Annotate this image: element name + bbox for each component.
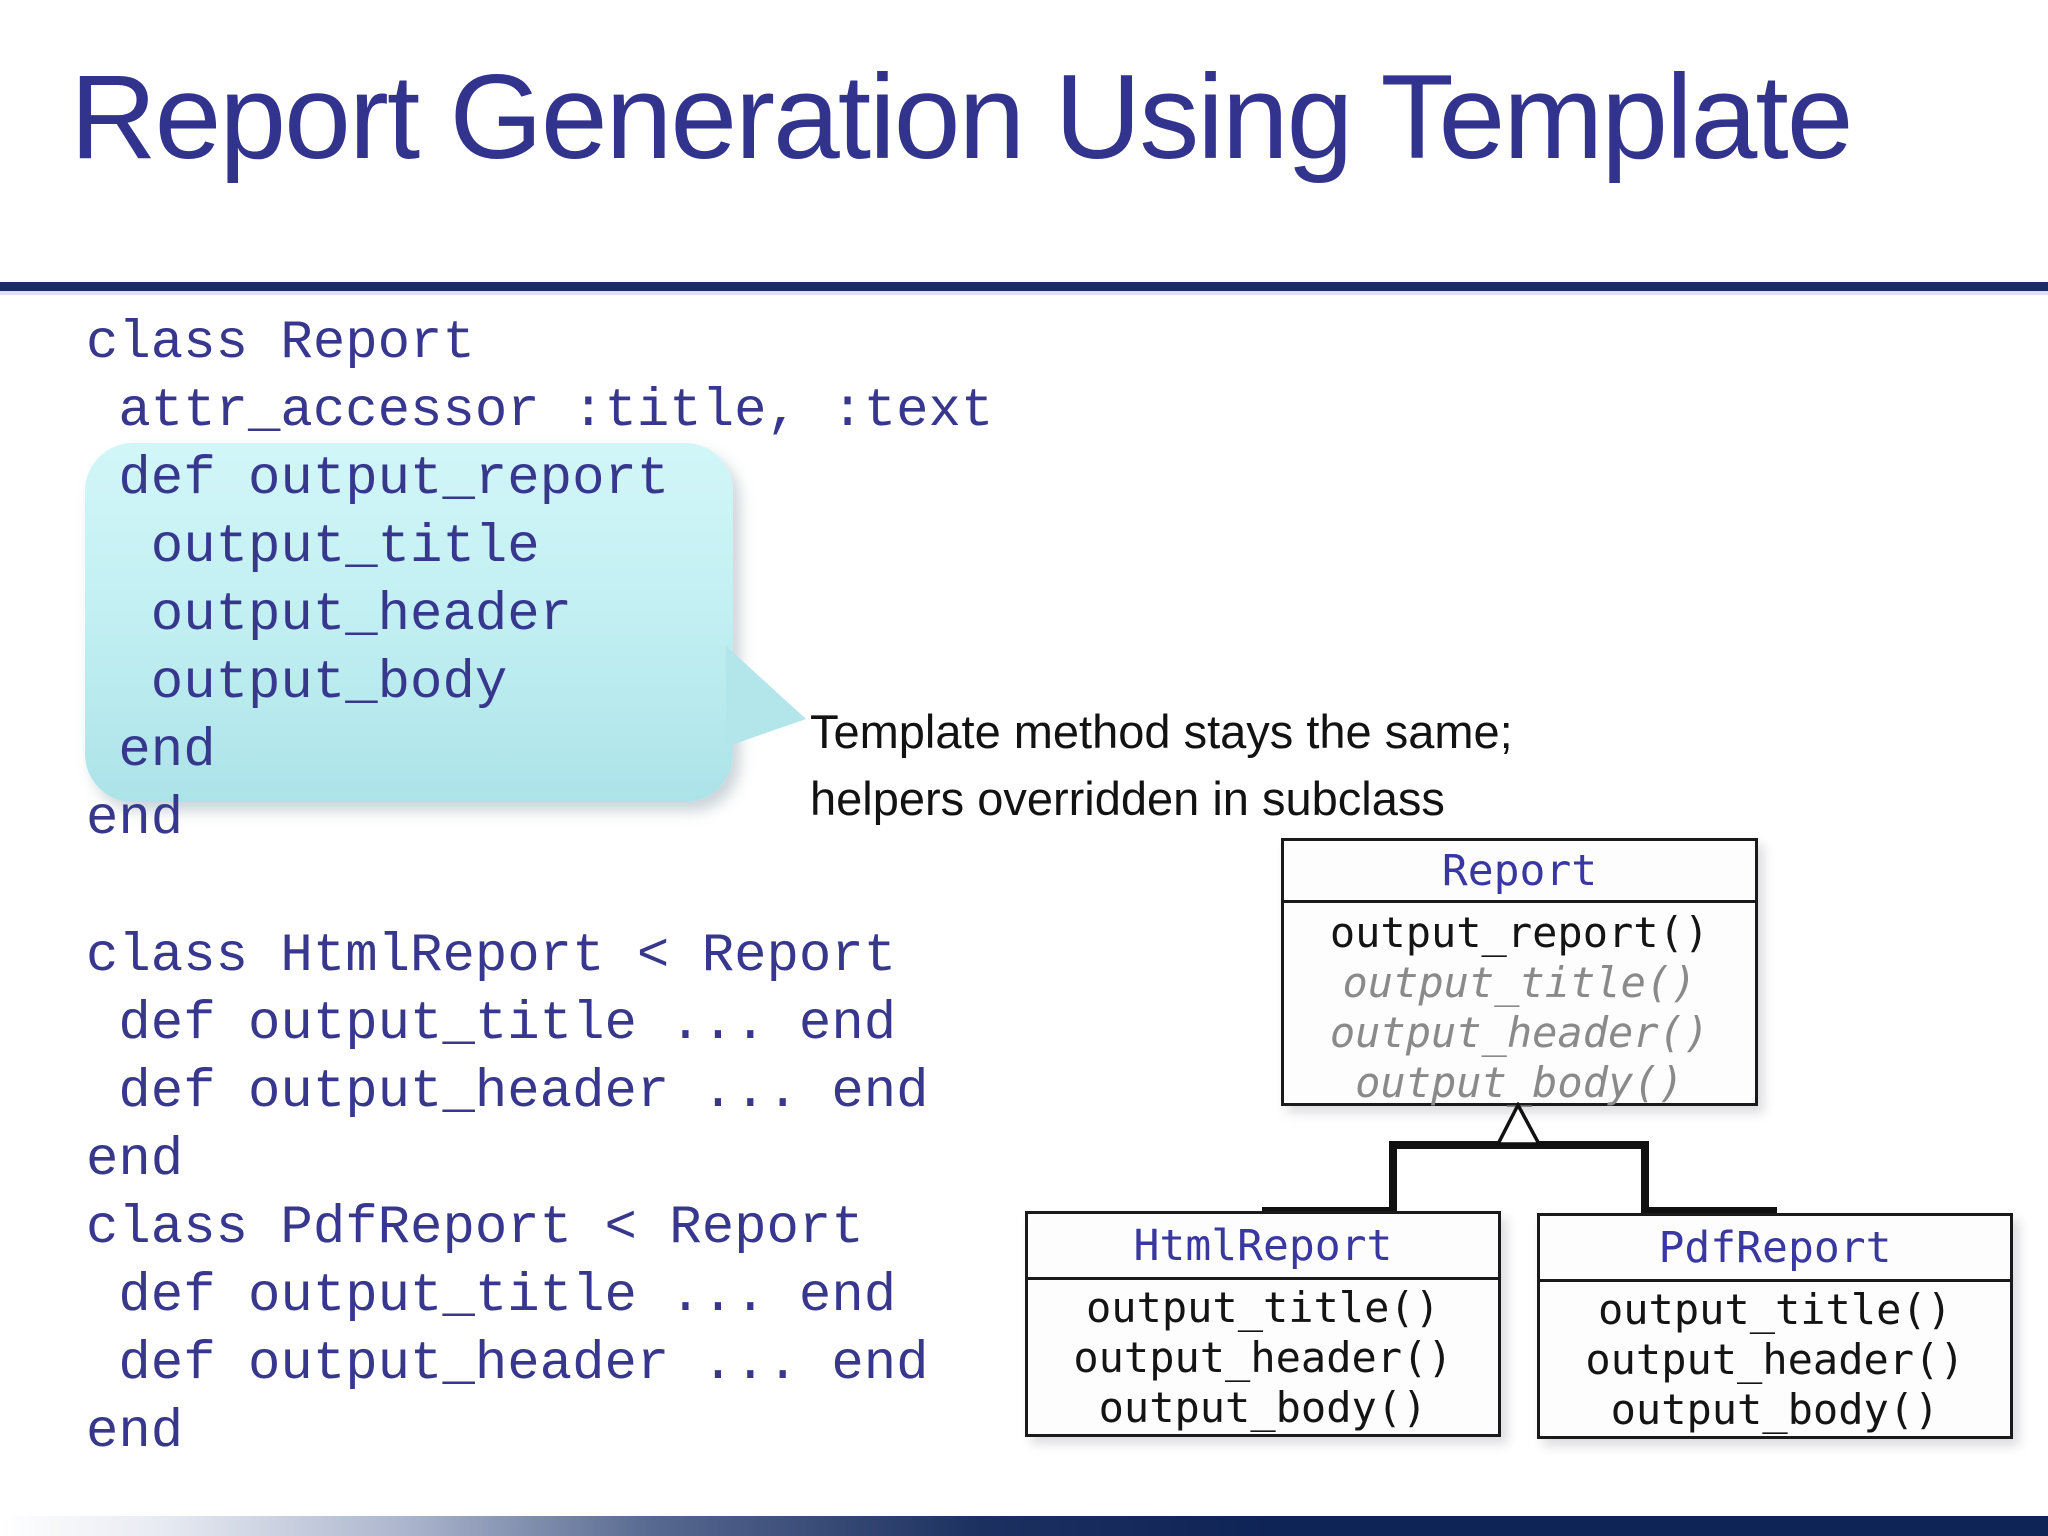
uml-method: output_title(): [1085, 1283, 1440, 1332]
footer-accent-bar: [0, 1516, 2048, 1536]
uml-class-pdfreport-methods: output_title() output_header() output_bo…: [1540, 1282, 2010, 1435]
callout-bubble: [85, 443, 733, 802]
code-block-subclasses: class HtmlReport < Report def output_tit…: [86, 926, 929, 1463]
uml-method: output_title(): [1597, 1285, 1952, 1334]
uml-class-report-methods: output_report() output_title() output_he…: [1284, 903, 1755, 1108]
uml-method: output_header(): [1585, 1335, 1965, 1384]
code-block-report: class Report attr_accessor :title, :text…: [86, 313, 994, 850]
uml-class-report-name: Report: [1284, 841, 1755, 903]
uml-class-htmlreport-methods: output_title() output_header() output_bo…: [1028, 1280, 1498, 1433]
callout-tail-icon: [726, 646, 806, 747]
uml-method: output_body(): [1610, 1385, 1940, 1434]
uml-class-pdfreport-name: PdfReport: [1540, 1216, 2010, 1282]
page-title: Report Generation Using Template: [70, 50, 1853, 184]
annotation-text: Template method stays the same; helpers …: [810, 705, 1513, 825]
uml-method: output_body(): [1098, 1383, 1428, 1432]
uml-hook-method: output_title(): [1342, 958, 1697, 1007]
uml-method: output_report(): [1329, 908, 1710, 957]
connector-right-vertical: [1641, 1141, 1649, 1215]
connector-right-foot: [1641, 1207, 1777, 1215]
uml-class-report: Report output_report() output_title() ou…: [1281, 838, 1758, 1108]
uml-method: output_header(): [1073, 1333, 1453, 1382]
connector-left-vertical: [1389, 1141, 1397, 1215]
title-divider-shadow: [0, 291, 2048, 295]
uml-class-htmlreport: HtmlReport output_title() output_header(…: [1025, 1211, 1501, 1437]
inheritance-triangle-icon: [1495, 1102, 1542, 1146]
uml-hook-method: output_body(): [1355, 1058, 1684, 1107]
uml-class-pdfreport: PdfReport output_title() output_header()…: [1537, 1213, 2013, 1439]
uml-hook-method: output_header(): [1329, 1008, 1710, 1057]
uml-class-htmlreport-name: HtmlReport: [1028, 1214, 1498, 1280]
title-divider: [0, 282, 2048, 291]
